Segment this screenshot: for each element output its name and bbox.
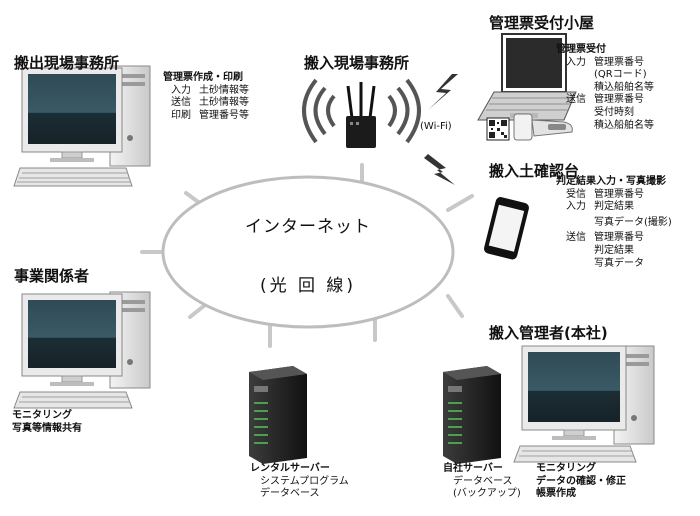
detail-key: 送信	[566, 94, 586, 106]
detail-line: モニタリング	[536, 463, 596, 474]
detail-value: 写真データ(撮影)	[594, 216, 672, 228]
confirm-heading: 判定結果入力・写真撮影	[556, 176, 666, 187]
reception-details: 管理票受付 入力管理票番号 (QRコード) 積込船舶名等 送信管理票番号 受付時…	[556, 44, 654, 132]
detail-key: 入力	[171, 84, 191, 96]
server-rental	[249, 366, 307, 464]
detail-key: 入力	[566, 201, 586, 213]
detail-line: データベース	[260, 488, 320, 500]
detail-value: 管理票番号	[594, 232, 644, 244]
detail-key: 送信	[171, 97, 191, 109]
detail-value: 管理票番号	[594, 56, 644, 68]
detail-value: 土砂情報等	[199, 84, 249, 96]
detail-key: 送信	[566, 232, 586, 244]
wifi-router	[346, 82, 376, 148]
wifi-signal-waves	[302, 78, 421, 144]
reception-heading: 管理票受付	[556, 44, 606, 55]
stakeholders-details: モニタリング 写真等情報共有	[12, 410, 82, 435]
detail-value: 土砂情報等	[199, 97, 249, 109]
rental-server-title: レンタルサーバー	[250, 463, 330, 474]
detail-key: 入力	[566, 56, 586, 68]
import-office-title: 搬入現場事務所	[304, 54, 410, 72]
detail-line: モニタリング	[12, 410, 72, 421]
smartphone	[484, 197, 529, 260]
detail-value: 管理番号等	[199, 109, 249, 121]
desktop-pc-manager	[513, 345, 655, 463]
detail-value: 受付時刻	[594, 106, 634, 118]
confirm-details: 判定結果入力・写真撮影 受信管理票番号 入力判定結果 写真データ(撮影) 送信管…	[556, 176, 672, 270]
detail-value: (QRコード)	[594, 69, 647, 81]
export-office-heading: 管理票作成・印刷	[163, 72, 243, 83]
reception-title: 管理票受付小屋	[489, 14, 595, 32]
own-server-title: 自社サーバー	[443, 463, 503, 474]
detail-line: システムプログラム	[260, 475, 349, 487]
detail-key: 受信	[566, 188, 586, 200]
detail-value: 積込船舶名等	[594, 119, 654, 131]
detail-value: 写真データ	[594, 257, 644, 269]
detail-line: (バックアップ)	[453, 488, 521, 500]
desktop-pc-export-office	[13, 65, 151, 187]
detail-line: データベース	[453, 475, 513, 487]
detail-value: 管理票番号	[594, 94, 644, 106]
internet-sub-label: (光 回 線)	[259, 276, 357, 296]
qr-code	[486, 117, 510, 141]
wifi-label: (Wi-Fi)	[420, 121, 452, 132]
desktop-pc-stakeholders	[13, 291, 151, 409]
detail-value: 判定結果	[594, 244, 634, 256]
detail-line: 写真等情報共有	[12, 422, 82, 434]
export-office-details: 管理票作成・印刷 入力土砂情報等 送信土砂情報等 印刷管理番号等	[163, 72, 249, 122]
manager-title: 搬入管理者(本社)	[489, 324, 608, 342]
export-office-title: 搬出現場事務所	[14, 54, 120, 72]
manager-details: モニタリング データの確認・修正 帳票作成	[536, 463, 626, 501]
stakeholders-title: 事業関係者	[14, 267, 90, 285]
confirm-title: 搬入土確認台	[489, 162, 580, 180]
detail-value: 管理票番号	[594, 188, 644, 200]
detail-value: 判定結果	[594, 201, 634, 213]
detail-key: 印刷	[171, 109, 191, 121]
server-own	[443, 366, 501, 464]
detail-line: 帳票作成	[536, 488, 576, 500]
internet-label: インターネット	[245, 217, 371, 237]
detail-line: データの確認・修正	[536, 475, 626, 487]
barcode-scanner	[513, 113, 573, 141]
lightning-icon	[424, 74, 458, 185]
detail-value: 積込船舶名等	[594, 81, 654, 93]
rental-server-details: レンタルサーバー システムプログラム データベース	[250, 463, 349, 501]
own-server-details: 自社サーバー データベース (バックアップ)	[443, 463, 521, 501]
internet-cloud	[161, 175, 455, 329]
